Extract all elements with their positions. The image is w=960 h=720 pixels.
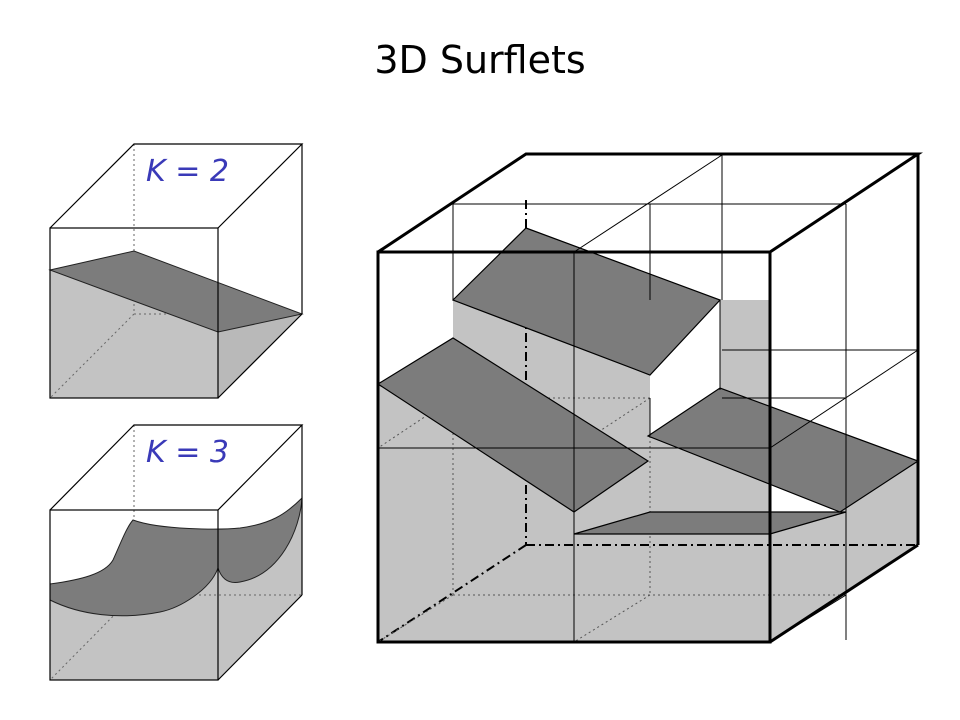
cube-k3: K = 3 <box>49 424 304 681</box>
cube-k2-edges <box>49 143 304 399</box>
large-cube-volume-side <box>770 461 918 642</box>
cube-k3-label: K = 3 <box>146 435 229 470</box>
large-cube-edges <box>376 152 923 644</box>
cube-k2: K = 2 <box>48 143 304 399</box>
cube-k2-label: K = 2 <box>146 154 229 189</box>
cube-k3-surflet <box>49 496 303 617</box>
large-cube-surflet-left <box>376 337 650 513</box>
large-cube <box>376 152 923 644</box>
cube-k3-edges <box>49 424 304 681</box>
slide-title: 3D Surflets <box>374 38 586 82</box>
cube-k2-volume-front <box>50 270 218 398</box>
large-cube-grid <box>378 154 919 643</box>
large-cube-volume-step <box>453 300 770 534</box>
